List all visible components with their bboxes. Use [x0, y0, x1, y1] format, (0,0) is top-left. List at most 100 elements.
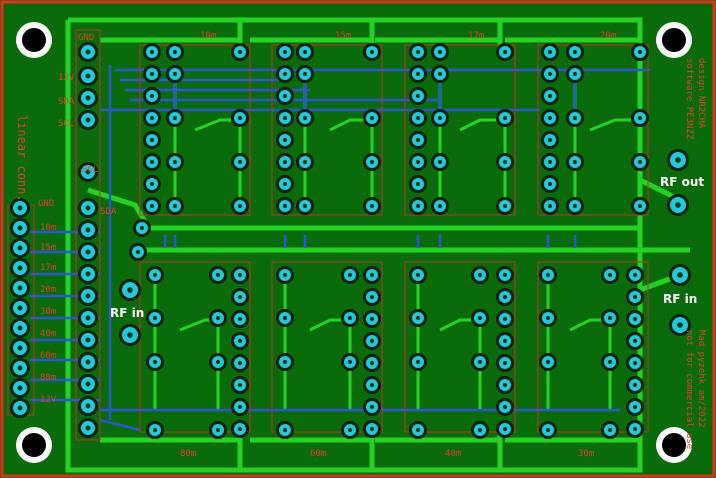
relay-top-1-pin-1-hole [282, 71, 288, 77]
relay-bottom-3-pin-7-hole [632, 426, 638, 432]
relay-top-2-pin-3-hole [415, 115, 421, 121]
relay-bottom-3-pin-3-hole [632, 338, 638, 344]
relay-top-0-pin-1-hole [149, 71, 155, 77]
relay-top-2-pin-1-hole [415, 71, 421, 77]
sda-label: SDA [100, 207, 117, 217]
relay-top-2-pin-6-hole [415, 181, 421, 187]
relay-bottom-1-pin-1-hole [369, 294, 375, 300]
relay-bottom-2-aux-1-hole [477, 315, 483, 321]
relay-top-0-aux-3-hole [172, 159, 178, 165]
relay-bottom-0-pin-7-hole [237, 426, 243, 432]
connector-right-label-gnd: GND [38, 199, 54, 209]
relay-top-3-out-1-hole [637, 115, 643, 121]
relay-bottom-3-aux-1-hole [607, 315, 613, 321]
pads [10, 42, 691, 439]
relay-top-3-pin-6-hole [547, 181, 553, 187]
relay-top-3-out-2-hole [637, 159, 643, 165]
rf-in-right-gnd-pad-hole [677, 322, 683, 328]
connector-strip-pad-5-hole [85, 315, 91, 321]
linear-conn-pad-3-hole [17, 265, 23, 271]
relay-top-3-aux-3-hole [572, 159, 578, 165]
band-label-top-2: 15m [335, 31, 351, 41]
connector-strip-pad-8-hole [85, 381, 91, 387]
relay-top-0-aux-1-hole [172, 71, 178, 77]
relay-top-0-out-1-hole [237, 115, 243, 121]
linear-conn-pad-0-hole [17, 205, 23, 211]
connector-strip-pad-10-hole [85, 425, 91, 431]
relay-top-0-aux-0-hole [172, 49, 178, 55]
rf-out-gnd-pad-hole [675, 202, 681, 208]
relay-bottom-1-pin-5-hole [369, 382, 375, 388]
relay-bottom-3-in-2-hole [545, 359, 551, 365]
connector-strip-pad-3-hole [85, 271, 91, 277]
relay-top-2-aux-4-hole [437, 203, 443, 209]
linear-conn-label: linear conn. [15, 115, 29, 202]
relay-top-1-pin-5-hole [282, 159, 288, 165]
relay-top-1-aux-0-hole [302, 49, 308, 55]
relay-top-0-pin-7-hole [149, 203, 155, 209]
connector-right-label-10m: 10m [40, 223, 56, 233]
relay-top-0-out-3-hole [237, 203, 243, 209]
relay-bottom-3-pin-0-hole [632, 272, 638, 278]
bus-pad-2-hole [135, 249, 141, 255]
relay-top-3-aux-4-hole [572, 203, 578, 209]
linear-conn-pad-6-hole [17, 325, 23, 331]
rf-out-label: RF out [660, 175, 704, 189]
connector-left-pad-1-hole [85, 73, 91, 79]
connector-left-label-sda: SDA [58, 97, 75, 107]
relay-bottom-1-pin-7-hole [369, 426, 375, 432]
relay-bottom-3-pin-2-hole [632, 316, 638, 322]
relay-top-0-out-0-hole [237, 49, 243, 55]
relay-bottom-2-in-1-hole [415, 315, 421, 321]
relay-top-0-aux-4-hole [172, 203, 178, 209]
relay-top-1-aux-3-hole [302, 159, 308, 165]
relay-top-0-pin-0-hole [149, 49, 155, 55]
linear-conn-pad-7-hole [17, 345, 23, 351]
relay-top-1-out-2-hole [369, 159, 375, 165]
linear-conn-pad-5-hole [17, 305, 23, 311]
relay-bottom-0-pin-1-hole [237, 294, 243, 300]
linear-conn-pad-10-hole [17, 405, 23, 411]
relay-bottom-1-pin-0-hole [369, 272, 375, 278]
connector-left-label-gnd: GND [78, 33, 94, 43]
relay-top-3-pin-5-hole [547, 159, 553, 165]
relay-top-3-aux-1-hole [572, 71, 578, 77]
relay-bottom-0-pin-5-hole [237, 382, 243, 388]
relay-bottom-0-aux-3-hole [215, 427, 221, 433]
relay-bottom-2-aux-2-hole [477, 359, 483, 365]
relay-top-2-out-3-hole [502, 203, 508, 209]
relay-bottom-0-aux-2-hole [215, 359, 221, 365]
relay-top-2-pin-4-hole [415, 137, 421, 143]
relay-top-2-aux-0-hole [437, 49, 443, 55]
relay-top-1-out-3-hole [369, 203, 375, 209]
design-credit: design NR2CHA [696, 58, 706, 129]
relay-bottom-1-pin-3-hole [369, 338, 375, 344]
software-credit: software PE3NZZ [684, 58, 694, 140]
connector-right-label-40m: 40m [40, 329, 56, 339]
connector-left-pad-2-hole [85, 95, 91, 101]
relay-bottom-0-in-2-hole [152, 359, 158, 365]
relay-bottom-0-pin-4-hole [237, 360, 243, 366]
relay-bottom-2-pin-0-hole [502, 272, 508, 278]
relay-bottom-0-in-0-hole [152, 272, 158, 278]
connector-right-label-12v: 12V [40, 395, 57, 405]
bus-pad-1-hole [139, 225, 145, 231]
relay-top-3-pin-3-hole [547, 115, 553, 121]
connector-strip-pad-9-hole [85, 403, 91, 409]
author-credit: Mad pyzehk am/2022 [696, 330, 706, 428]
connector-left-pad-4-hole [85, 169, 91, 175]
relay-top-2-pin-5-hole [415, 159, 421, 165]
relay-bottom-1-in-0-hole [282, 272, 288, 278]
license-note: not for commercial use [684, 330, 694, 449]
connector-right-label-60m: 60m [40, 351, 56, 361]
relay-bottom-2-aux-0-hole [477, 272, 483, 278]
relay-bottom-3-pin-1-hole [632, 294, 638, 300]
relay-bottom-3-pin-5-hole [632, 382, 638, 388]
relay-top-0-out-2-hole [237, 159, 243, 165]
linear-conn-pad-8-hole [17, 365, 23, 371]
rf-in-left-gnd-pad-hole [127, 332, 133, 338]
relay-top-0-pin-4-hole [149, 137, 155, 143]
relay-top-0-pin-3-hole [149, 115, 155, 121]
